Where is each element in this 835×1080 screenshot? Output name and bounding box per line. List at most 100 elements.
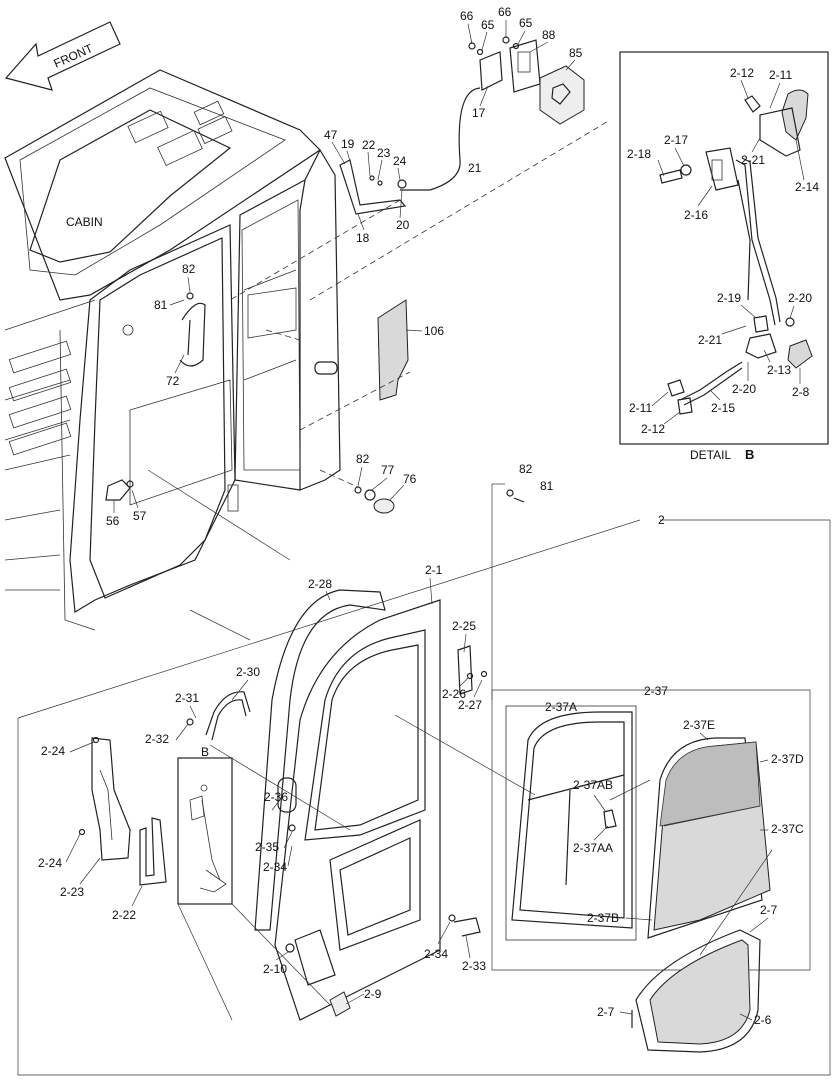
callout-2-32: 2-32 [145, 732, 169, 746]
callout-18: 18 [356, 231, 370, 245]
callout-2-18: 2-18 [627, 147, 651, 161]
callout-17: 17 [472, 106, 486, 120]
callout-57: 57 [133, 509, 147, 523]
callout-2-20: 2-20 [788, 291, 812, 305]
callout-66: 66 [498, 5, 512, 19]
cabin-frame [4, 69, 341, 631]
callout-85: 85 [569, 46, 583, 60]
washer-82 [506, 489, 514, 497]
callout-2-37B: 2-37B [587, 911, 619, 925]
callout-23: 23 [377, 146, 391, 160]
window-group-2-37 [491, 689, 811, 971]
callout-2-19: 2-19 [717, 291, 741, 305]
detail-letter: B [745, 447, 754, 462]
callout-2-14: 2-14 [795, 180, 819, 194]
callout-88: 88 [542, 28, 556, 42]
callout-21: 21 [468, 161, 482, 175]
callout-2-7: 2-7 [597, 1005, 615, 1019]
box-b: B [177, 745, 233, 905]
callout-2-17: 2-17 [664, 133, 688, 147]
callout-2-27: 2-27 [458, 698, 482, 712]
rod-2-22 [139, 817, 167, 886]
callout-2-37D: 2-37D [771, 752, 804, 766]
callout-2-34: 2-34 [263, 860, 287, 874]
handle-2-30 [205, 691, 251, 736]
callout-2-1: 2-1 [425, 563, 443, 577]
callout-72: 72 [166, 374, 180, 388]
callout-2-21: 2-21 [741, 153, 765, 167]
callout-65: 65 [519, 16, 533, 30]
detail-b-box [619, 51, 829, 445]
callout-24: 24 [393, 154, 407, 168]
door-group-frame [17, 483, 831, 1076]
cabin-label: CABIN [66, 215, 103, 229]
callout-20: 20 [396, 218, 410, 232]
callout-2-28: 2-28 [308, 577, 332, 591]
door-2-1 [274, 599, 441, 1021]
callout-2-37A: 2-37A [545, 700, 577, 714]
callout-47: 47 [324, 128, 338, 142]
callout-106: 106 [424, 324, 444, 338]
callout-2-37C: 2-37C [771, 822, 804, 836]
callout-2-36: 2-36 [264, 790, 288, 804]
callout-2-37E: 2-37E [683, 718, 715, 732]
bolt-81 [513, 497, 525, 503]
callout-2-16: 2-16 [684, 208, 708, 222]
callout-2-21: 2-21 [698, 333, 722, 347]
callout-81: 81 [540, 479, 554, 493]
knob-76-parts [354, 486, 395, 514]
callout-2-13: 2-13 [767, 363, 791, 377]
leader-lines [65, 20, 805, 1021]
detail-title: DETAIL [690, 448, 731, 462]
callout-2-33: 2-33 [462, 959, 486, 973]
callout-labels: 66 65 66 65 88 85 17 21 47 19 22 23 24 1… [38, 5, 819, 1027]
callout-2-22: 2-22 [112, 908, 136, 922]
callout-2-15: 2-15 [711, 401, 735, 415]
callout-2-11: 2-11 [629, 401, 652, 415]
callout-2-11: 2-11 [769, 68, 792, 82]
box-b-label: B [201, 745, 209, 759]
front-arrow: FRONT [4, 21, 121, 91]
callout-81: 81 [154, 298, 168, 312]
plate-2-9 [329, 991, 351, 1017]
callout-2-35: 2-35 [255, 840, 279, 854]
panel-106 [377, 299, 409, 401]
callout-56: 56 [106, 514, 120, 528]
callout-2-20: 2-20 [732, 382, 756, 396]
callout-2-9: 2-9 [364, 987, 382, 1001]
seal-2-28 [254, 589, 386, 931]
callout-2-30: 2-30 [236, 665, 260, 679]
callout-2-10: 2-10 [263, 962, 287, 976]
callout-2-6: 2-6 [754, 1013, 772, 1027]
callout-82: 82 [182, 262, 196, 276]
callout-2-24: 2-24 [38, 856, 62, 870]
callout-77: 77 [381, 463, 395, 477]
callout-65: 65 [481, 18, 495, 32]
group-2-37-label: 2-37 [644, 684, 668, 698]
hinge-2-25 [457, 645, 473, 695]
callout-2-25: 2-25 [452, 619, 476, 633]
callout-2-26: 2-26 [442, 687, 466, 701]
callout-2-34: 2-34 [424, 947, 448, 961]
callout-2-12: 2-12 [641, 422, 665, 436]
callout-2-37AB: 2-37AB [573, 778, 613, 792]
group-2-label: 2 [658, 513, 665, 527]
callout-2-23: 2-23 [60, 885, 84, 899]
callout-2-24: 2-24 [41, 744, 65, 758]
callout-82: 82 [356, 452, 370, 466]
bracket-2-23 [91, 737, 131, 861]
callout-82: 82 [519, 462, 533, 476]
reference-lines-cabin [147, 119, 611, 641]
callout-66: 66 [460, 9, 474, 23]
glass-2-6 [631, 929, 761, 1053]
latch-hardware-top [339, 36, 585, 215]
callout-2-8: 2-8 [792, 385, 810, 399]
rod-2-33 [453, 917, 481, 937]
callout-2-31: 2-31 [175, 691, 199, 705]
callout-2-37AA: 2-37AA [573, 841, 613, 855]
callout-19: 19 [341, 137, 355, 151]
callout-76: 76 [403, 472, 417, 486]
callout-2-12: 2-12 [730, 66, 754, 80]
callout-2-7: 2-7 [760, 903, 778, 917]
